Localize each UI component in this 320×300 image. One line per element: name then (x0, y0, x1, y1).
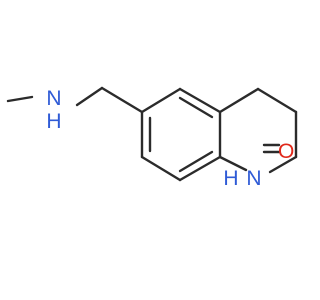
structure-canvas: N H H N O (6, 86, 298, 190)
bond-c3-c2 (256, 87, 298, 114)
bond-ring-e (178, 87, 222, 114)
bond-ring-c (178, 155, 222, 182)
atom-label-carbonyl-o: O (278, 140, 294, 163)
carbonyl-overlay: O (278, 140, 294, 163)
bond-c1-nh (268, 155, 298, 174)
bond-ring-f (140, 87, 182, 114)
atom-label-amine-h: H (46, 110, 61, 133)
atom-label-amine-n: N (46, 87, 61, 110)
bond-nh-ring (218, 155, 248, 172)
bond-c4-c3 (218, 87, 260, 114)
bond-ch2-ring (100, 86, 144, 114)
bond-methyl-n (6, 95, 34, 103)
atom-label-lactam-h: H (223, 167, 238, 190)
bond-ring-double-2 (178, 150, 214, 173)
bond-n-ch2 (75, 86, 104, 107)
molecule-drawing: N H H N (6, 86, 298, 190)
bond-ring-double-3 (178, 96, 214, 119)
bond-ring-b (140, 155, 182, 182)
atom-label-lactam-n: N (246, 167, 261, 190)
